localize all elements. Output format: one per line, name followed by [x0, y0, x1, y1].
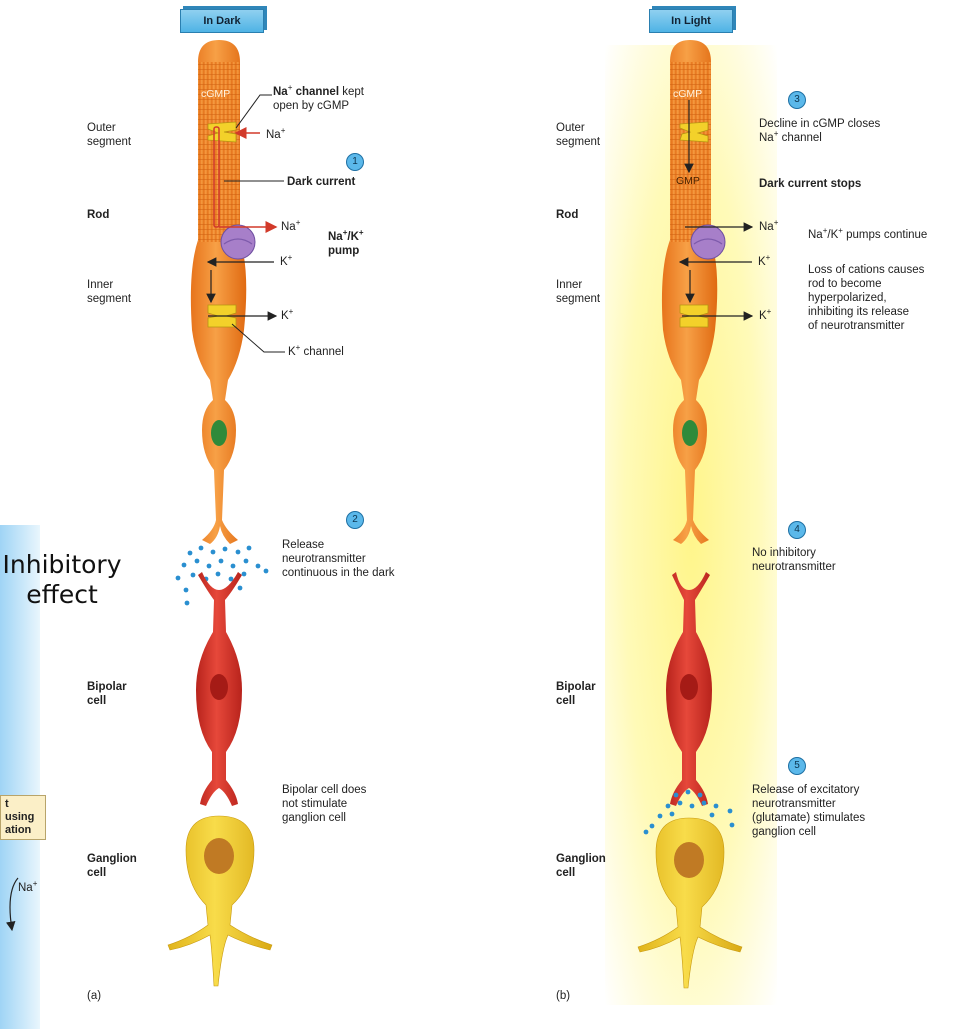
step-2-badge: 2 [346, 511, 364, 529]
step-1-badge: 1 [346, 153, 364, 171]
label-inner-segment-a: Inner segment [87, 279, 132, 305]
label-k-in-b: K+ [758, 253, 771, 268]
rod-cell-a [190, 40, 247, 544]
label-gmp-b: GMP [676, 175, 700, 187]
pump-b [690, 224, 726, 260]
dark-current-loop [213, 126, 220, 228]
label-na-in-a: Na+ [266, 126, 286, 141]
label-cgmp-b: cGMP [673, 88, 703, 100]
neurotransmitter-dots-a [175, 545, 269, 606]
label-na-out-b: Na+ [759, 218, 779, 233]
label-b-tag: (b) [556, 990, 571, 1002]
curved-arrow [5, 877, 19, 932]
label-pump-a: Na+/K+pump [328, 228, 364, 257]
label-cgmp-a: cGMP [201, 88, 231, 100]
label-dark-stops: Dark current stops [759, 178, 862, 190]
bipolar-cell-a [196, 572, 242, 806]
label-ganglion-b: Ganglion cell [556, 853, 606, 879]
label-rod-b: Rod [556, 209, 579, 221]
step-4-badge: 4 [788, 521, 806, 539]
ganglion-cell-b [637, 817, 743, 989]
step-3-badge: 3 [788, 91, 806, 109]
label-ganglion-a: Ganglion cell [87, 853, 137, 879]
label-k-channel-a: K+ channel [288, 343, 344, 358]
label-na-out-a: Na+ [281, 218, 301, 233]
label-inner-segment-b: Inner segment [556, 279, 601, 305]
ganglion-cell-a [167, 815, 273, 987]
label-rod-a: Rod [87, 209, 110, 221]
label-a-tag: (a) [87, 990, 102, 1002]
pump-a [220, 224, 256, 260]
blue-gradient-panel [0, 525, 40, 1029]
label-k-in-a: K+ [280, 253, 293, 268]
label-na-channel-a: Na+ channel kept open by cGMP [273, 83, 364, 112]
overlay-na-label: Na+ [18, 879, 38, 894]
step-5-badge: 5 [788, 757, 806, 775]
label-k-out-a: K+ [281, 307, 294, 322]
label-k-out-b: K+ [759, 307, 772, 322]
header-in-light: In Light [649, 9, 733, 33]
label-pumps-continue: Na+/K+ pumps continue [808, 226, 928, 241]
neurotransmitter-dots-b [643, 789, 735, 835]
header-in-dark: In Dark [180, 9, 264, 33]
label-bipolar-b: Bipolar cell [556, 681, 596, 707]
label-outer-segment-a: Outer segment [87, 122, 132, 148]
label-dark-current: Dark current [287, 176, 356, 188]
na-channel-b [679, 121, 709, 143]
bipolar-cell-b [666, 572, 712, 806]
label-bipolar-a: Bipolar cell [87, 681, 127, 707]
label-outer-segment-b: Outer segment [556, 122, 601, 148]
